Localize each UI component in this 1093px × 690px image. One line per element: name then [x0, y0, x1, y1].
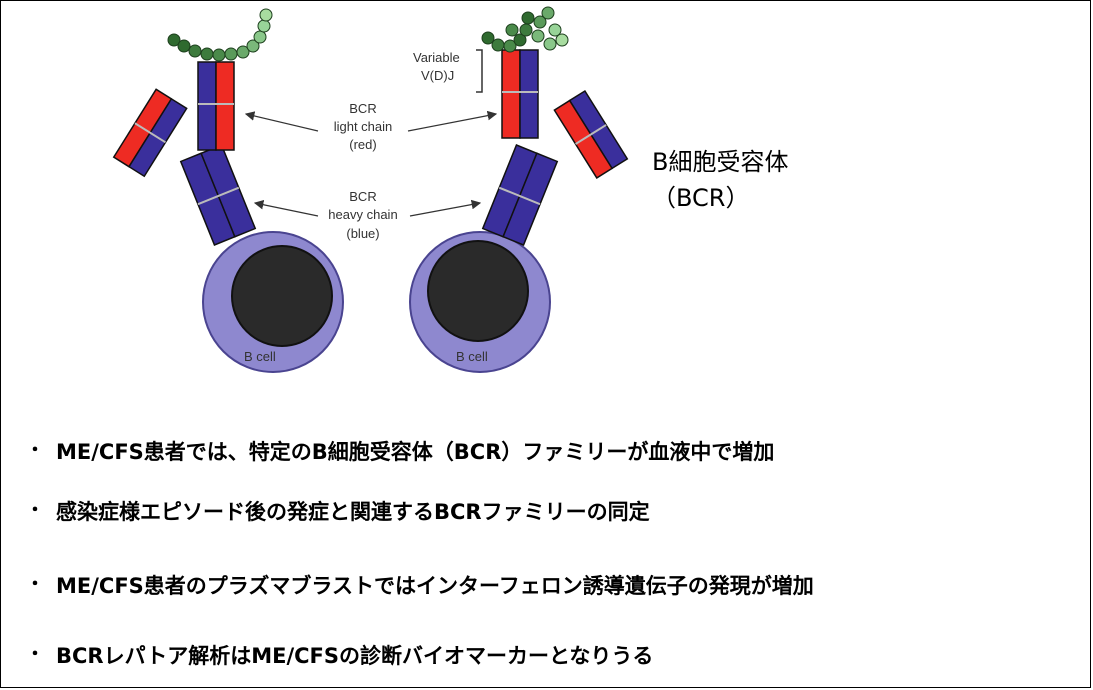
left-cell-label: B cell — [244, 349, 276, 364]
left-side-arm — [112, 88, 188, 178]
bcr-title: B細胞受容体 （BCR） — [652, 144, 788, 216]
vdj-label: V(D)J — [421, 68, 454, 83]
left-glycan-chain — [167, 8, 273, 62]
right-upper-arm — [501, 49, 539, 139]
right-stem-heavy-chain — [481, 144, 559, 246]
svg-text:(blue): (blue) — [346, 226, 379, 241]
light-chain-arrow-right — [407, 110, 498, 132]
variable-bracket — [476, 49, 483, 93]
right-b-cell: B cell — [409, 231, 551, 373]
variable-label: Variable — [413, 50, 460, 65]
right-side-arm — [553, 89, 629, 179]
heavy-chain-arrow-right — [409, 199, 482, 217]
svg-text:(red): (red) — [349, 137, 376, 152]
bullet-text: 感染症様エピソード後の発症と関連するBCRファミリーの同定 — [56, 500, 650, 524]
bullet-mark: ・ — [26, 500, 44, 521]
right-cell-label: B cell — [456, 349, 488, 364]
right-glycan-cluster — [481, 6, 569, 53]
bullet-text: ME/CFS患者では、特定のB細胞受容体（BCR）ファミリーが血液中で増加 — [56, 440, 775, 464]
light-chain-arrow-left — [244, 111, 319, 132]
left-upper-arm — [197, 61, 235, 151]
bcr-title-line2: （BCR） — [652, 184, 750, 212]
heavy-chain-label: BCR heavy chain (blue) — [328, 189, 397, 241]
bullet-mark: ・ — [26, 574, 44, 595]
svg-text:BCR: BCR — [349, 101, 376, 116]
bcr-title-line1: B細胞受容体 — [652, 148, 789, 176]
bullet-text: BCRレパトア解析はME/CFSの診断バイオマーカーとなりうる — [56, 644, 654, 668]
bullet-mark: ・ — [26, 440, 44, 461]
svg-text:BCR: BCR — [349, 189, 376, 204]
variable-region-label: Variable V(D)J — [413, 49, 483, 93]
left-stem-heavy-chain — [179, 144, 257, 246]
left-cell-nucleus — [231, 245, 333, 347]
svg-text:heavy chain: heavy chain — [328, 207, 397, 222]
right-cell-nucleus — [427, 240, 529, 342]
bcr-diagram: B cell B cell — [112, 6, 629, 373]
left-b-cell: B cell — [202, 231, 344, 373]
bullet-mark: ・ — [26, 644, 44, 665]
heavy-chain-arrow-left — [253, 199, 319, 217]
bullet-text: ME/CFS患者のプラズマブラストではインターフェロン誘導遺伝子の発現が増加 — [56, 574, 814, 598]
light-chain-label: BCR light chain (red) — [334, 101, 393, 152]
svg-text:light chain: light chain — [334, 119, 393, 134]
